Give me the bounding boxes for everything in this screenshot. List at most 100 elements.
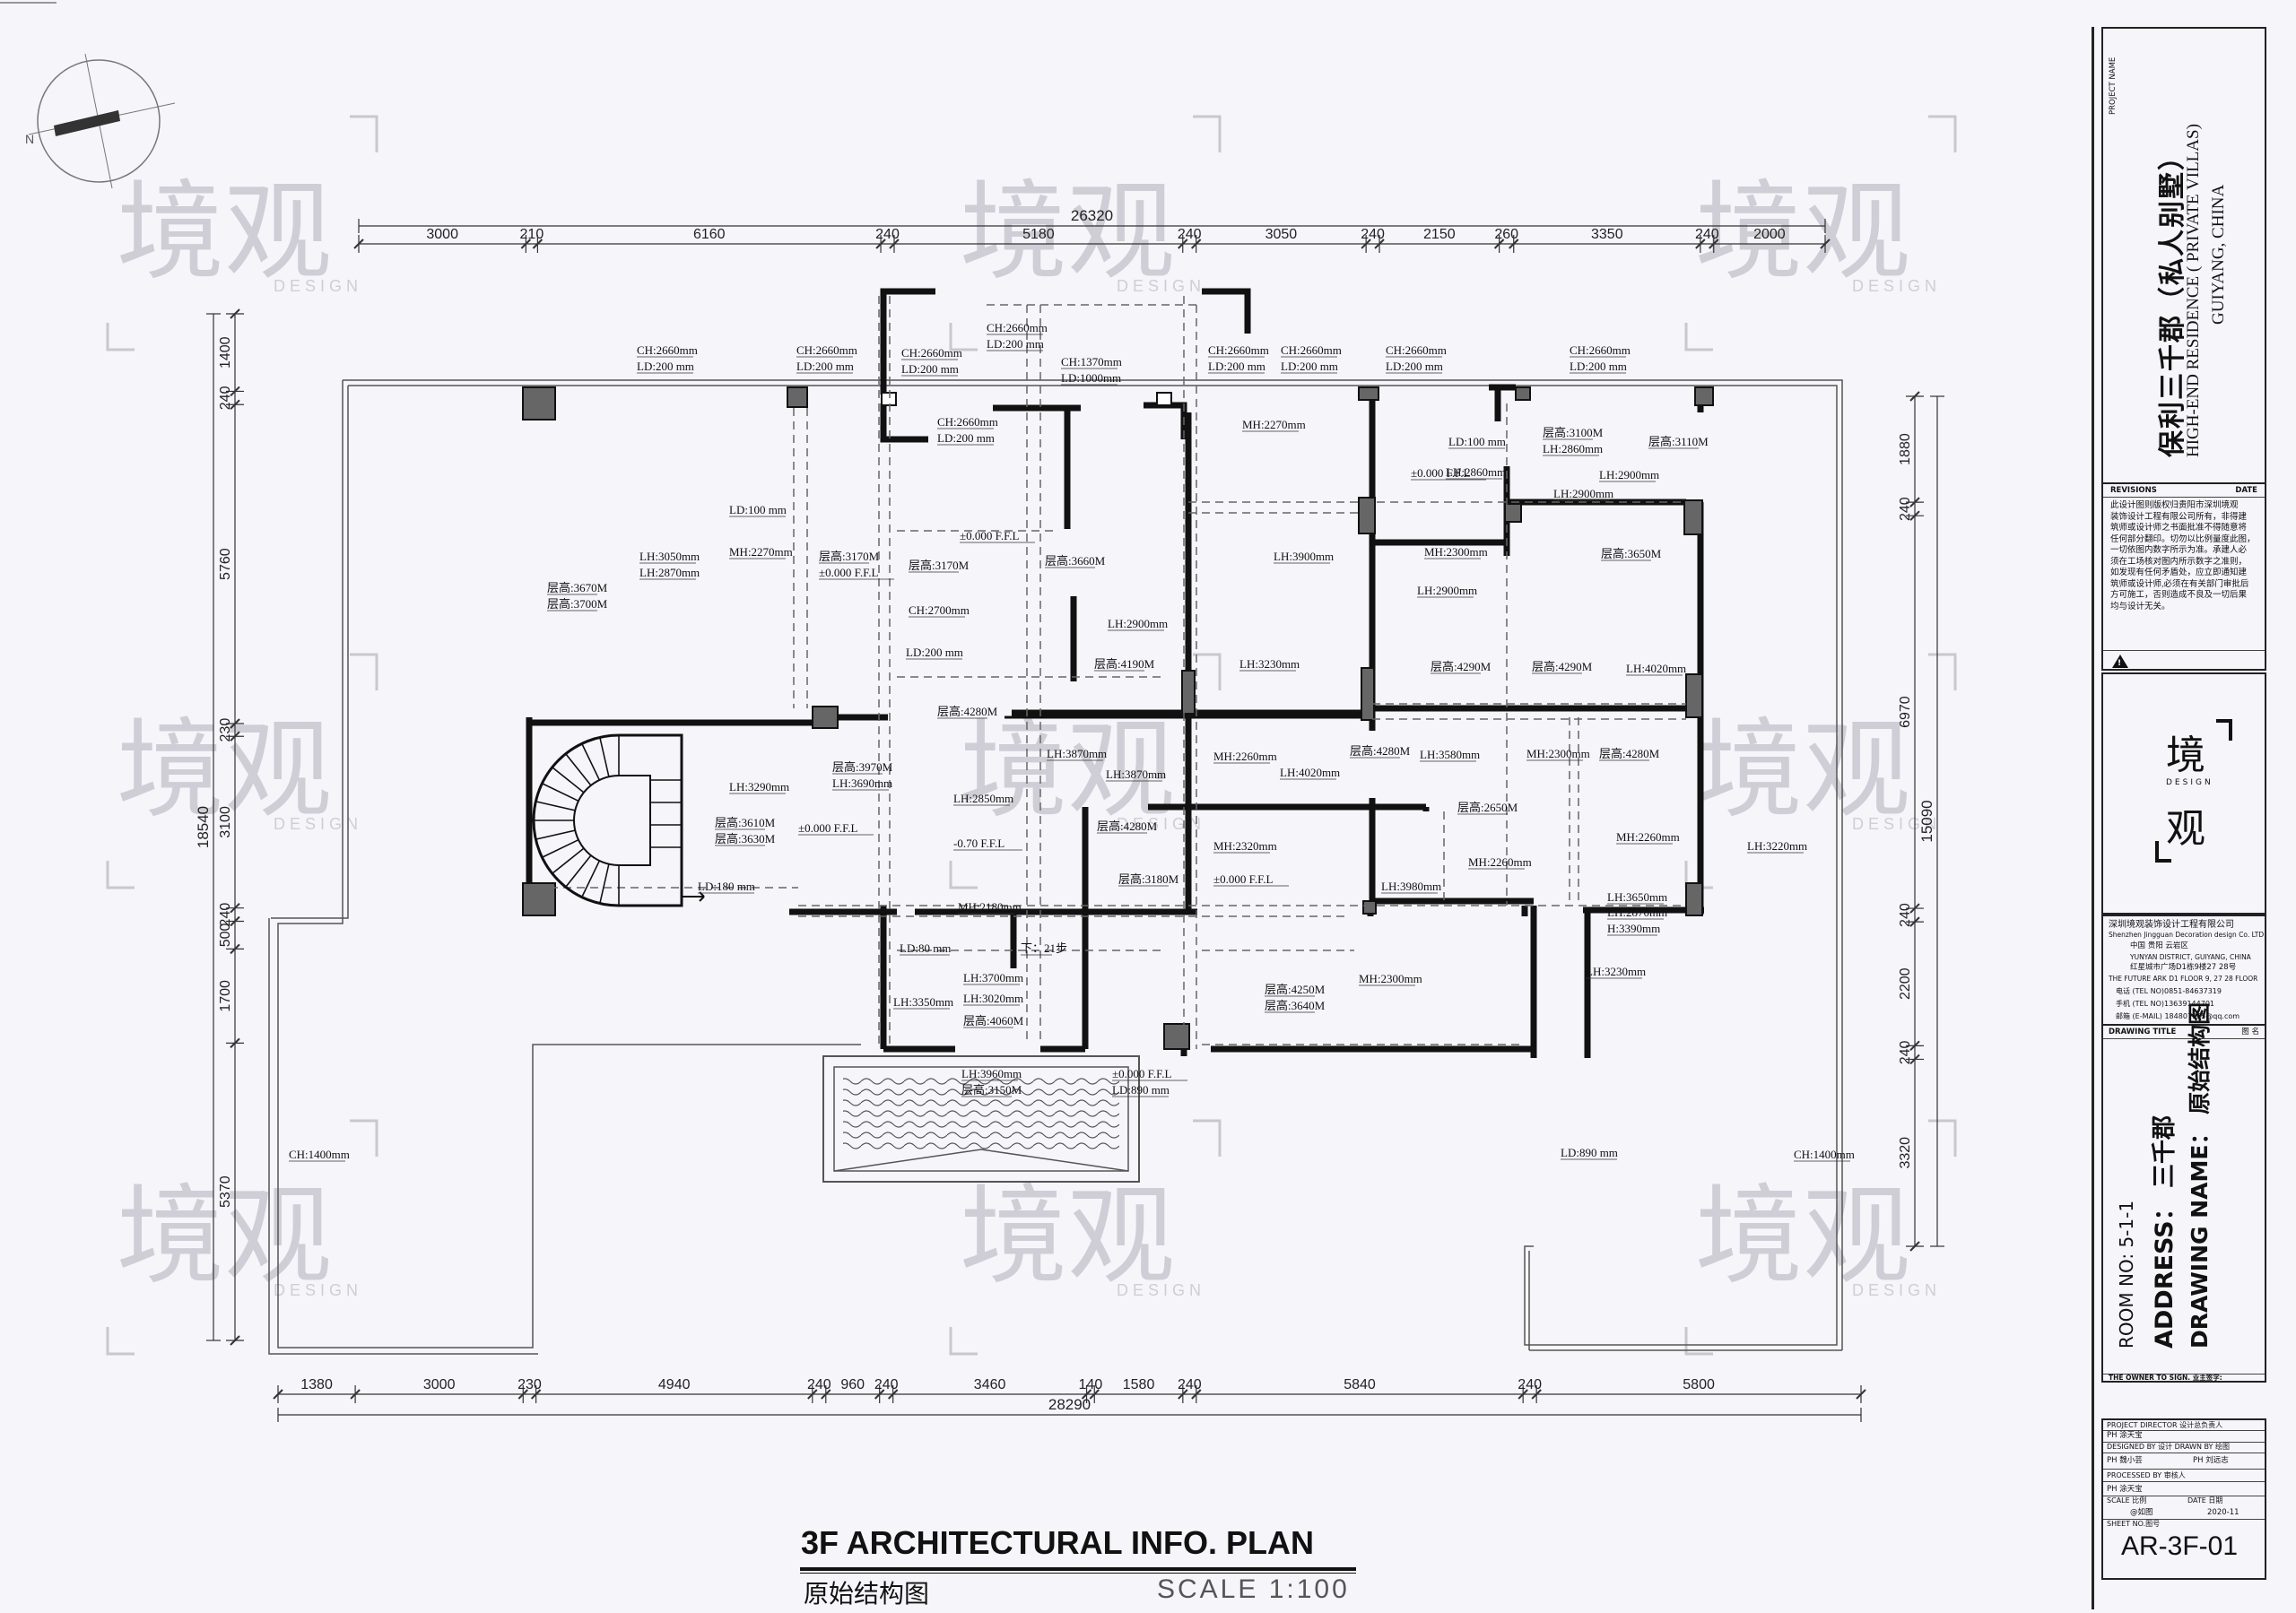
stair-tread [581, 860, 601, 898]
watermark-text: 境观 [960, 1175, 1175, 1299]
stair-tread [581, 743, 601, 781]
dimension-tick [230, 399, 240, 410]
revisions-date-label: DATE [2235, 486, 2257, 495]
stair-tread [552, 847, 585, 874]
dimension-tick [273, 1389, 283, 1400]
dimension-label: 1400 [218, 336, 233, 369]
dimension-label: 6160 [693, 227, 726, 242]
sheet-number: AR-3F-01 [2121, 1531, 2239, 1561]
dimension-tick [1493, 238, 1505, 249]
annotation-label: MH:2180mm [958, 900, 1022, 914]
annotation-label: H:1410mm [0, 0, 53, 3]
annotation-label: LH:2900mm [1599, 468, 1659, 481]
drawing-sub-title: 原始结构图 [804, 1579, 930, 1609]
stair-tread [565, 854, 592, 888]
staircase [532, 733, 705, 907]
annotation-label: -0.70 F.F.L [953, 837, 1004, 850]
dimension-tick [1374, 238, 1385, 249]
company-addr-en1: YUNYAN DISTRICT, GUIYANG, CHINA [2130, 953, 2251, 961]
dimension-label: 3320 [1898, 1137, 1913, 1169]
annotation-label: CH:1370mm [1061, 355, 1122, 369]
dimension-tick [1081, 1389, 1092, 1400]
annotation-label: 层高:4060M [963, 1014, 1024, 1028]
watermark-text: 境观 [1695, 708, 1910, 833]
dimension-tick [1190, 238, 1202, 249]
revisions-notes: 此设计图则版权归贵阳市深圳境观装饰设计工程有限公司所有，非得建筑师或设计师之书面… [2110, 500, 2261, 612]
revision-note-line: 任何部分翻印。切勿以比例量度此图， [2110, 534, 2256, 544]
svg-text:N: N [25, 132, 34, 146]
annotation-label: LH:3230mm [1586, 965, 1646, 978]
dimension-tick [350, 1389, 361, 1400]
dimension-label: 1580 [1123, 1377, 1155, 1392]
annotation-label: LD:100 mm [729, 503, 787, 516]
annotation-label: LH:2900mm [1553, 487, 1613, 500]
dimension-tick [530, 1389, 542, 1400]
annotation-label: LH:3020mm [963, 992, 1023, 1005]
annotation-label: LH:3960mm [961, 1067, 1022, 1080]
revision-note-line: 装饰设计工程有限公司所有，非得建 [2110, 512, 2248, 522]
dimension-label: 1700 [218, 980, 233, 1012]
annotation-label: 下：21步 [1021, 941, 1067, 955]
dimension-tick [1909, 1054, 1920, 1065]
annotation-label: 层高:3100M [1543, 426, 1604, 439]
title-block: PROJECT NAME 保利三千郡（私人别墅） HIGH-END RESIDE… [2092, 27, 2270, 1609]
revision-note-line: 筑师或设计师,必须在有关部门审批后 [2110, 579, 2249, 589]
company-addr-cn2: 红星城市广场D1栋9楼27 28号 [2130, 963, 2237, 972]
dimension-tick [1178, 1389, 1188, 1400]
dimension-total: 26320 [1071, 207, 1113, 224]
company-addr-cn1: 中国 贵阳 云岩区 [2130, 941, 2188, 950]
annotation-label: 层高:4280M [1599, 747, 1660, 760]
dimension-label: 240 [1898, 903, 1913, 927]
watermark-tagline: DESIGN [1852, 277, 1941, 295]
revision-note-line: 均与设计无关。 [2110, 602, 2170, 611]
drawing-title-box: DRAWING TITLE 图 名 ROOM NO: 5-1-1 ADDRESS… [2101, 1002, 2266, 1383]
dimension-tick [1909, 916, 1920, 927]
project-name-en: HIGH-END RESIDENCE ( PRIVATE VILLAS) [2184, 124, 2203, 457]
dimension-label: 240 [1518, 1377, 1542, 1392]
annotation-label: MH:2300mm [1526, 747, 1590, 760]
annotation-label: LD:1000mm [1061, 371, 1121, 385]
drawing-main-title: 3F ARCHITECTURAL INFO. PLAN [801, 1524, 1314, 1561]
watermark-tagline: DESIGN [274, 815, 362, 833]
watermark-tagline: DESIGN [1117, 815, 1205, 833]
logo-bracket-top [2216, 719, 2232, 741]
processed-label: PROCESSED BY 审核人 [2107, 1471, 2186, 1479]
annotation-label: LD:200 mm [901, 362, 959, 376]
dimension-tick [353, 238, 364, 249]
stair-tread [542, 783, 579, 802]
dimension-tick [1909, 1040, 1920, 1052]
company-mobile: 手机 (TEL NO)13639144701 [2116, 1000, 2214, 1008]
stair-tread [542, 838, 579, 858]
watermark-tagline: DESIGN [1117, 277, 1205, 295]
annotation-label: LH:3870mm [1106, 767, 1166, 781]
project-name-box: PROJECT NAME 保利三千郡（私人别墅） HIGH-END RESIDE… [2101, 27, 2266, 486]
annotation-label: CH:1400mm [1794, 1148, 1855, 1161]
designer-name: PH 魏小芸 [2107, 1456, 2143, 1465]
dimension-total: 15090 [1918, 800, 1935, 842]
annotation-label: LD:890 mm [1112, 1083, 1170, 1097]
revision-note-line: 须在工场核对图内所示数字之准则， [2110, 557, 2248, 567]
company-name-cn: 深圳境观装饰设计工程有限公司 [2109, 920, 2234, 930]
annotation-label: CH:2660mm [637, 343, 698, 357]
title-underline-thin [800, 1573, 1356, 1574]
dimension-label: 210 [520, 227, 544, 242]
revision-note-line: 筑师或设计师之书面批准不得随意将 [2110, 524, 2248, 533]
watermark-text: 境观 [960, 170, 1175, 295]
dimension-tick [1509, 238, 1519, 249]
annotation-label: 层高:4280M [1097, 820, 1158, 833]
dimension-label: 240 [1898, 497, 1913, 521]
dimension-tick [1856, 1389, 1866, 1400]
annotation-label: ±0.000 F.F.L [1112, 1067, 1172, 1080]
company-name-en: Shenzhen Jingguan Decoration design Co. … [2109, 931, 2265, 939]
dimension-tick [1909, 510, 1920, 521]
annotation-label: MH:2260mm [1213, 750, 1277, 763]
annotation-label: LD:890 mm [1561, 1146, 1618, 1159]
annotation-label: LH:3290mm [729, 780, 789, 793]
annotation-label: LH:2900mm [1417, 584, 1477, 597]
dimension-label: 260 [1494, 227, 1518, 242]
